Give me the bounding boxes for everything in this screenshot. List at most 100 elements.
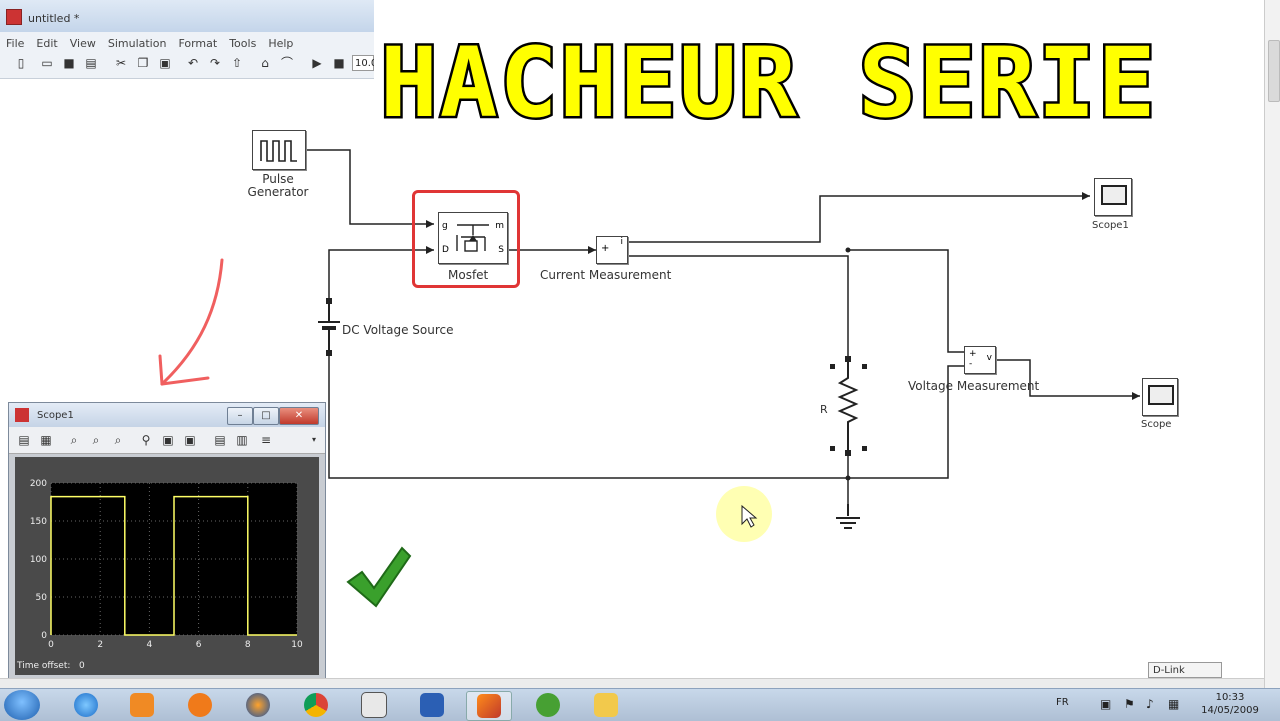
taskbar-utorrent[interactable]: [526, 691, 570, 719]
redo-icon[interactable]: ↷: [209, 56, 221, 70]
toolbar: ▯ ▭ ■ ▤ ✂ ❐ ▣ ↶ ↷ ⇧ ⌂ ⌒ ▶ ■: [0, 50, 374, 79]
save-axes-icon[interactable]: ▣: [162, 433, 174, 447]
menu-bar: File Edit View Simulation Format Tools Help: [0, 32, 374, 50]
signal-selection-icon[interactable]: ≡: [260, 433, 272, 447]
tray-flag-icon[interactable]: ⚑: [1124, 697, 1135, 711]
stop-simulation-icon[interactable]: ■: [333, 56, 345, 70]
taskbar: FR ▣ ⚑ ♪ ▦ 10:33 14/05/2009: [0, 688, 1280, 721]
x-tick-label: 10: [291, 640, 303, 650]
scroll-thumb[interactable]: [1268, 40, 1280, 102]
scope1-block[interactable]: [1094, 178, 1132, 216]
wire-bottom-return: [328, 354, 964, 479]
mouse-cursor-icon: [741, 504, 758, 528]
stop-time-field[interactable]: 10.0: [352, 55, 377, 71]
model-canvas[interactable]: [0, 78, 1264, 688]
utorrent-icon: [536, 693, 560, 717]
resistor-symbol: [837, 360, 859, 452]
taskbar-internet-explorer[interactable]: [64, 691, 108, 719]
plus-sign-icon: +: [969, 349, 977, 359]
clock-date[interactable]: 14/05/2009: [1201, 705, 1259, 716]
banner-title: HACHEUR SERIE: [377, 26, 1158, 141]
taskbar-firefox[interactable]: [236, 691, 280, 719]
horizontal-scrollbar[interactable]: [0, 678, 1264, 689]
tray-device-icon[interactable]: ▣: [1100, 697, 1112, 711]
pulse-wave-icon: [260, 140, 297, 162]
maximize-button[interactable]: □: [253, 407, 279, 425]
taskbar-word[interactable]: [410, 691, 454, 719]
wire-current-to-scope1: [628, 195, 1090, 243]
minimize-button[interactable]: –: [227, 407, 253, 425]
paste-icon[interactable]: ▣: [159, 56, 171, 70]
resistor-label: R: [820, 403, 828, 416]
menu-edit[interactable]: Edit: [36, 37, 58, 50]
mosfet-port-s: S: [498, 245, 504, 255]
wire-current-to-resistor: [628, 255, 849, 360]
taskbar-xr-app[interactable]: [352, 691, 396, 719]
folder-icon: [594, 693, 618, 717]
print-icon[interactable]: ▤: [85, 56, 97, 70]
firefox-icon: [246, 693, 270, 717]
current-measurement-block[interactable]: + i: [596, 236, 628, 264]
menu-help[interactable]: Help: [268, 37, 294, 50]
pulse-signal-line: [50, 495, 297, 636]
copy-icon[interactable]: ❐: [137, 56, 149, 70]
menu-format[interactable]: Format: [178, 37, 218, 50]
menu-simulation[interactable]: Simulation: [107, 37, 167, 50]
plus-sign-icon: +: [601, 243, 610, 254]
media-player-icon: [130, 693, 154, 717]
scope-block[interactable]: [1142, 378, 1178, 416]
menu-tools[interactable]: Tools: [229, 37, 257, 50]
voltage-v-icon: v: [986, 353, 992, 363]
menu-view[interactable]: View: [69, 37, 96, 50]
library-icon[interactable]: ⌂: [261, 56, 269, 70]
menu-file[interactable]: File: [6, 37, 25, 50]
x-tick-label: 2: [97, 640, 103, 650]
taskbar-chrome[interactable]: [294, 691, 338, 719]
print-icon[interactable]: ▤: [18, 433, 30, 447]
vertical-scrollbar[interactable]: [1264, 0, 1280, 688]
restore-axes-icon[interactable]: ▣: [184, 433, 196, 447]
language-indicator[interactable]: FR: [1056, 697, 1069, 708]
wire-to-voltage-plus: [848, 249, 964, 353]
clock-time[interactable]: 10:33: [1215, 692, 1245, 703]
pulse-generator-block[interactable]: [252, 130, 306, 170]
zoom-icon[interactable]: ⌕: [70, 433, 78, 447]
save-icon[interactable]: ■: [63, 56, 75, 70]
mosfet-symbol-icon: [456, 224, 489, 252]
close-button[interactable]: ✕: [279, 407, 319, 425]
zoom-y-icon[interactable]: ⌕: [114, 433, 122, 447]
start-simulation-icon[interactable]: ▶: [312, 56, 322, 70]
volume-icon[interactable]: ♪: [1146, 697, 1154, 711]
simulink-app-icon: [6, 9, 22, 25]
current-i-icon: i: [620, 237, 623, 247]
start-button[interactable]: [4, 690, 40, 720]
green-checkmark-icon: [346, 546, 412, 608]
window-title: untitled *: [28, 12, 80, 25]
up-icon[interactable]: ⇧: [231, 56, 243, 70]
zoom-x-icon[interactable]: ⌕: [92, 433, 100, 447]
chevron-down-icon[interactable]: ▾: [311, 435, 316, 444]
mosfet-block[interactable]: g D m S: [438, 212, 508, 264]
floating-scope-icon[interactable]: ▤: [214, 433, 226, 447]
mosfet-port-m: m: [495, 221, 504, 231]
y-tick-label: 0: [41, 631, 47, 641]
scope-screen-icon: [1101, 185, 1127, 205]
minus-sign-icon: -: [969, 359, 973, 369]
new-icon[interactable]: ▯: [17, 56, 25, 70]
parameters-icon[interactable]: ▦: [40, 433, 52, 447]
voltage-measurement-block[interactable]: + - v: [964, 346, 996, 374]
explorer-icon[interactable]: ⌒: [280, 56, 293, 70]
open-icon[interactable]: ▭: [41, 56, 53, 70]
lock-icon[interactable]: ▥: [236, 433, 248, 447]
network-icon[interactable]: ▦: [1168, 697, 1180, 711]
taskbar-file-explorer[interactable]: [584, 691, 628, 719]
autoscale-icon[interactable]: ⚲: [141, 433, 151, 447]
cut-icon[interactable]: ✂: [115, 56, 127, 70]
undo-icon[interactable]: ↶: [187, 56, 199, 70]
ground-symbol: [836, 504, 860, 529]
wire-source-to-mosfet: [328, 249, 434, 300]
taskbar-media-player[interactable]: [120, 691, 164, 719]
taskbar-matlab[interactable]: [466, 691, 512, 721]
taskbar-ucbrowser[interactable]: [178, 691, 222, 719]
